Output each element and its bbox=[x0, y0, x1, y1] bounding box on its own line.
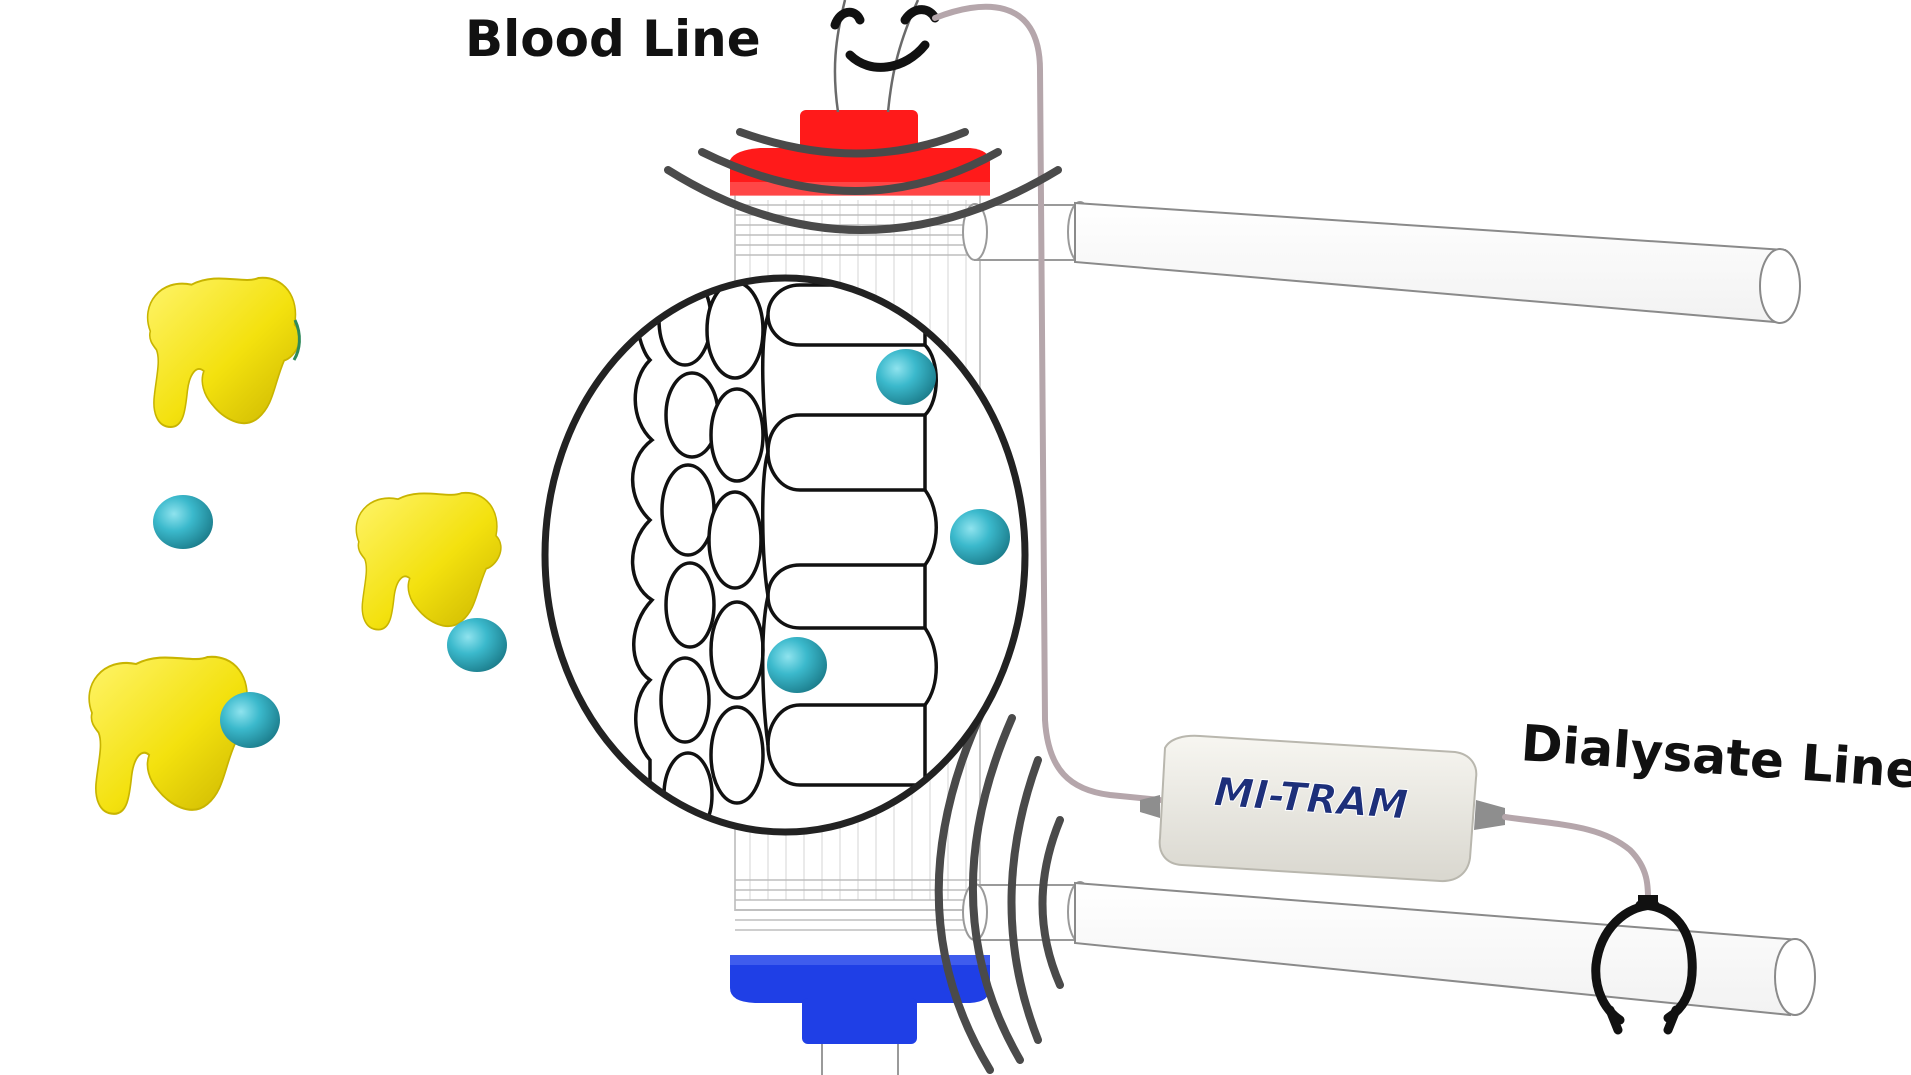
dialysate-cap-blue bbox=[730, 955, 990, 1044]
dialysate-line-label: Dialysate Line bbox=[1519, 714, 1911, 800]
membrane-magnifier bbox=[541, 274, 1029, 836]
free-toxin-icon bbox=[153, 495, 213, 549]
clip-mount bbox=[1638, 895, 1658, 910]
protein-bound-toxin-icon bbox=[146, 276, 301, 428]
free-toxin-icon bbox=[950, 509, 1010, 565]
free-toxin-icon bbox=[876, 349, 936, 405]
dialysate-sensor-cable bbox=[1502, 814, 1652, 908]
tube-clip-icon bbox=[830, 5, 940, 72]
protein-bound-toxin-icon bbox=[88, 655, 280, 815]
ultrasound-arc-icon bbox=[934, 701, 1064, 1074]
upper-dialysate-tube bbox=[1074, 201, 1801, 324]
mi-tram-device: MI-TRAM bbox=[1140, 734, 1505, 883]
bottom-outlet-stub bbox=[821, 1044, 899, 1075]
free-toxin-icon bbox=[767, 637, 827, 693]
ultrasound-arc-icon bbox=[664, 128, 1062, 234]
tube-clip-icon bbox=[1591, 900, 1697, 1035]
blood-line-label: Blood Line bbox=[465, 10, 761, 68]
lower-side-port bbox=[962, 881, 1093, 943]
protein-bound-toxin-icon bbox=[355, 491, 507, 672]
lower-dialysate-tube bbox=[1074, 881, 1816, 1017]
sensor-cable bbox=[932, 3, 1163, 803]
